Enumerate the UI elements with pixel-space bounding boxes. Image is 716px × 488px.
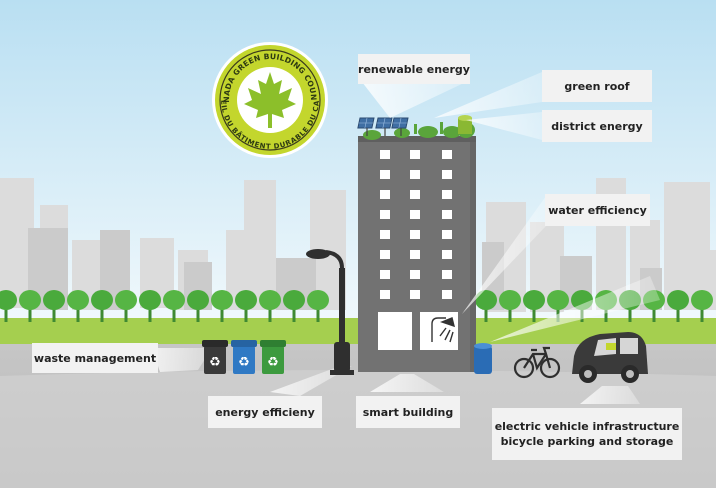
- label-district-energy: district energy: [542, 110, 652, 142]
- building-window: [410, 230, 420, 239]
- label-green-roof: green roof: [542, 70, 652, 102]
- beam-green-roof: [434, 72, 542, 118]
- beam-renewable-energy: [362, 82, 466, 118]
- tree: [307, 290, 329, 322]
- tree: [43, 290, 65, 322]
- beam-waste: [152, 348, 212, 372]
- tree: [0, 290, 17, 322]
- tree: [283, 290, 305, 322]
- tree-line: [0, 290, 713, 322]
- building-window: [410, 210, 420, 219]
- tree: [19, 290, 41, 322]
- label-renewable-energy: renewable energy: [358, 54, 470, 84]
- tree: [139, 290, 161, 322]
- building-window: [380, 150, 390, 159]
- tree: [187, 290, 209, 322]
- street-lamp: [306, 249, 354, 375]
- building-window: [410, 290, 420, 299]
- building-windows: [380, 150, 452, 299]
- building-window: [410, 150, 420, 159]
- recycle-icon: ♻: [267, 355, 279, 370]
- beam-district-energy: [466, 112, 542, 140]
- recycling-bins: ♻ ♻ ♻: [202, 340, 286, 374]
- shower-icon: [431, 317, 455, 343]
- beam-water-efficiency: [462, 196, 546, 314]
- building-window: [380, 270, 390, 279]
- building-window: [380, 210, 390, 219]
- beam-ev: [490, 276, 660, 342]
- building-window: [410, 190, 420, 199]
- tree: [523, 290, 545, 322]
- recycle-icon: ♻: [238, 355, 250, 370]
- building-window: [442, 230, 452, 239]
- building-window: [380, 170, 390, 179]
- tree: [67, 290, 89, 322]
- building-window: [410, 250, 420, 259]
- building-window: [380, 230, 390, 239]
- tree: [691, 290, 713, 322]
- building-window: [442, 150, 452, 159]
- bin-black: [202, 340, 228, 374]
- smart-building: [358, 115, 476, 372]
- bicycle-icon: [513, 346, 561, 379]
- tree: [475, 290, 497, 322]
- building-window: [442, 170, 452, 179]
- callout-beams: [152, 72, 660, 404]
- label-waste-management: waste management: [32, 343, 158, 373]
- district-energy-unit: [458, 115, 472, 134]
- building-window: [380, 290, 390, 299]
- label-water-efficiency: water efficiency: [545, 194, 650, 226]
- building-window: [442, 270, 452, 279]
- bin-blue: [231, 340, 257, 374]
- building-window: [442, 250, 452, 259]
- tree: [115, 290, 137, 322]
- building-window: [410, 170, 420, 179]
- building-window: [442, 190, 452, 199]
- rain-barrel: [474, 343, 492, 374]
- solar-panel-icon: [357, 117, 409, 136]
- recycle-icon: ♻: [209, 355, 221, 370]
- beam-smart: [370, 374, 444, 392]
- tree: [211, 290, 233, 322]
- tree: [163, 290, 185, 322]
- maple-leaf-icon: [244, 72, 296, 128]
- label-smart-building: smart building: [356, 396, 460, 428]
- label-energy-efficiency: energy efficieny: [208, 396, 322, 428]
- building-window: [442, 210, 452, 219]
- building-window: [410, 270, 420, 279]
- tree: [91, 290, 113, 322]
- bin-green: [260, 340, 286, 374]
- building-door-left: [378, 312, 412, 350]
- building-window: [380, 190, 390, 199]
- electric-car-icon: [572, 332, 648, 383]
- tree: [235, 290, 257, 322]
- tree: [259, 290, 281, 322]
- tree: [499, 290, 521, 322]
- building-window: [380, 250, 390, 259]
- tree: [667, 290, 689, 322]
- beam-ev-bottom: [580, 386, 640, 404]
- building-window: [442, 290, 452, 299]
- label-ev-infrastructure: electric vehicle infrastructure bicycle …: [492, 408, 682, 460]
